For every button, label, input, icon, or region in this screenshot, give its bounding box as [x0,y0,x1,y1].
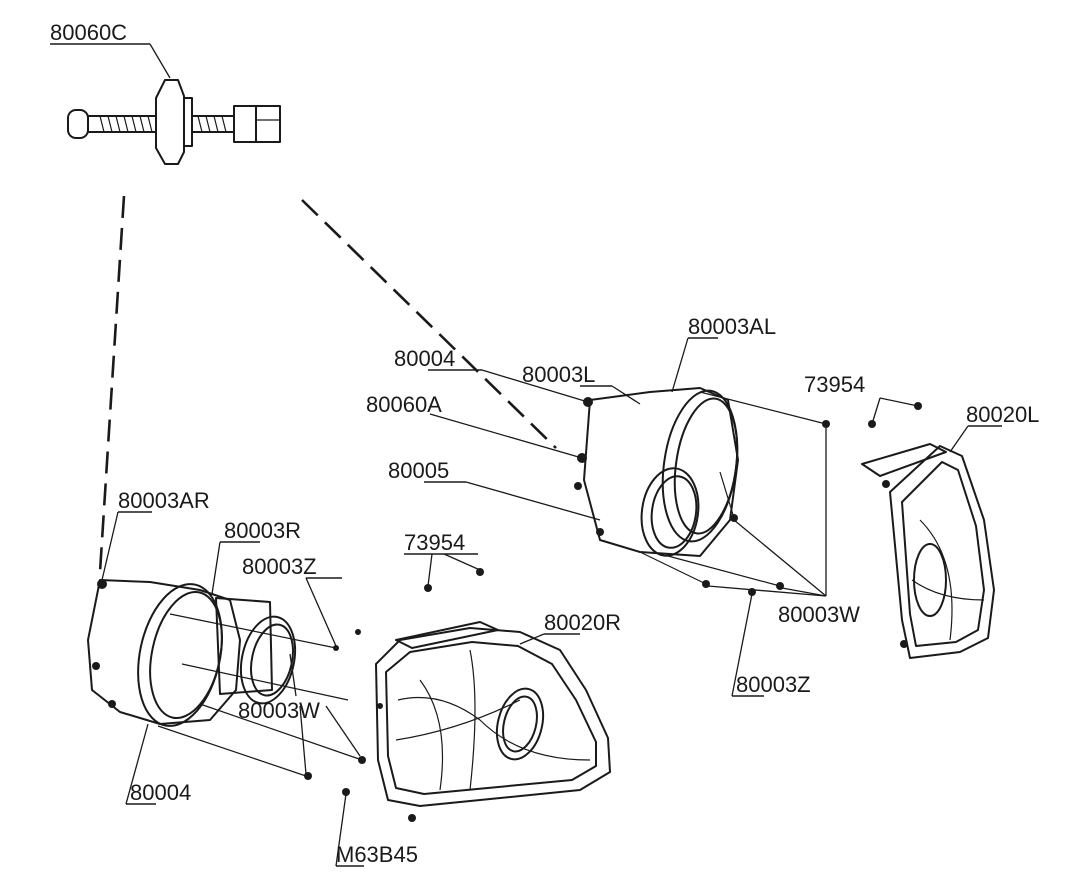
left-lamp-screw-leaders [639,391,830,596]
label-80003Z-right: 80003Z [736,672,811,697]
callout-leaders [50,43,1002,867]
label-80003AL: 80003AL [688,314,776,339]
label-80003Z-left: 80003Z [242,554,317,579]
label-80003W-left: 80003W [238,698,320,723]
label-80003W-right: 80003W [778,602,860,627]
label-73954-right: 73954 [804,372,865,397]
label-80020L: 80020L [966,402,1039,427]
alignment-dash-left [98,195,126,573]
label-M63B45: M63B45 [336,842,418,867]
right-lens-bezel [375,568,611,822]
label-80003R: 80003R [224,518,301,543]
right-headlamp-housing [87,579,297,727]
label-80004-top: 80004 [394,346,455,371]
adjuster-screw-assembly [67,79,281,165]
left-lens-bezel [861,402,995,659]
label-73954-left: 73954 [404,530,465,555]
label-80004-bottom: 80004 [130,780,191,805]
label-80020R: 80020R [544,610,621,635]
label-80003L: 80003L [522,362,595,387]
right-lamp-screw-leaders [157,613,366,796]
label-80003AR: 80003AR [118,488,210,513]
alignment-dash-right [301,199,557,449]
label-80060C: 80060C [50,20,127,45]
callout-labels: 80060C 80003AL 80004 80003L 73954 80060A… [50,20,1039,867]
label-80060A: 80060A [366,392,442,417]
label-80005: 80005 [388,458,449,483]
